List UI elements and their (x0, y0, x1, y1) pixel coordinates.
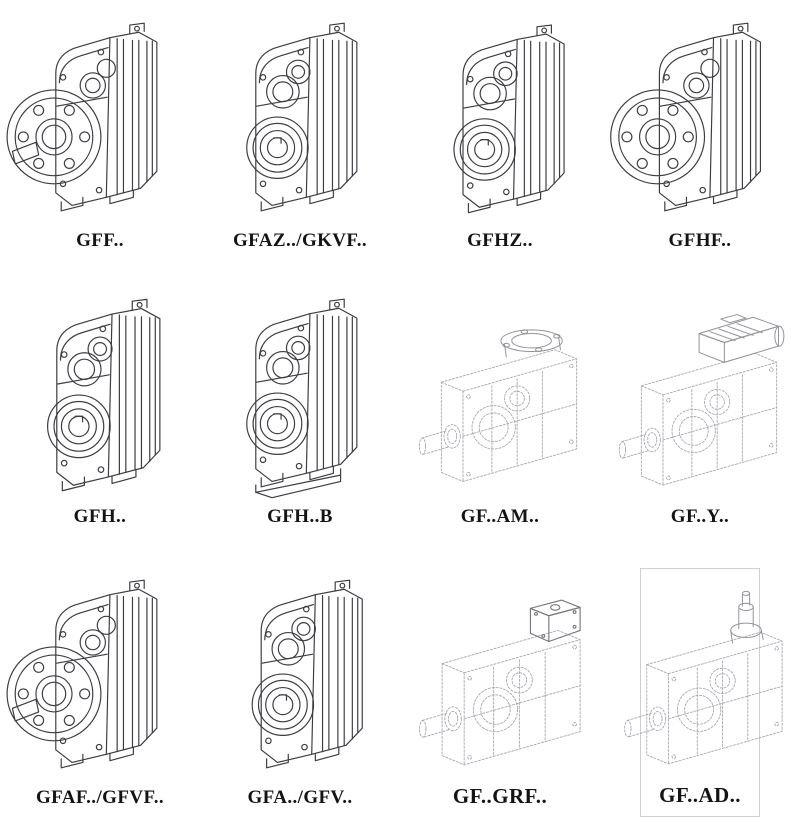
model-label: GFA../GFV.. (247, 787, 353, 808)
catalog-cell: GF..Y.. (618, 292, 785, 536)
model-label: GF..Y.. (670, 506, 730, 527)
catalog-cell: GFHZ.. (440, 16, 565, 260)
gearbox-with-top-motor-flange-drawing (418, 329, 578, 482)
catalog-cell: GFAZ../GKVF.. (233, 16, 367, 260)
model-label: GFHZ.. (467, 230, 533, 251)
flange-output-gearbox-drawing (6, 22, 158, 212)
gearbox-with-adapter-box-drawing (419, 599, 581, 766)
catalog-cell-bordered: GF..AD.. (624, 568, 783, 817)
hollow-shaft-gearbox-drawing (47, 298, 161, 492)
catalog-cell: GF..GRF.. (419, 568, 581, 817)
catalog-cell: GFH.. (40, 292, 161, 536)
flange-output-gearbox-drawing (6, 579, 158, 769)
hollow-shaft-gearbox-drawing (251, 579, 363, 769)
catalog-cell: GFAF../GFVF.. (6, 568, 164, 817)
model-label: GFAF../GFVF.. (36, 787, 165, 808)
catalog-cell: GFHF.. (610, 16, 762, 260)
model-label: GFAZ../GKVF.. (233, 230, 367, 251)
catalog-cell: GFA../GFV.. (240, 568, 363, 817)
model-label: GFHF.. (668, 230, 732, 251)
model-label: GF..GRF.. (452, 784, 548, 808)
catalog-cell: GFH..B (240, 292, 360, 536)
flange-output-gearbox-drawing (610, 22, 762, 212)
hollow-shaft-gearbox-drawing (453, 24, 565, 214)
model-label: GFH.. (73, 506, 127, 527)
model-label: GF..AM.. (460, 506, 540, 527)
gearbox-with-input-shaft-adapter-drawing (624, 590, 783, 765)
model-label: GFH..B (267, 506, 333, 527)
gearbox-catalog-grid: GFF.. GFAZ../GKVF.. GFHZ.. GFHF.. GFH.. … (6, 16, 785, 817)
model-label: GFF.. (76, 230, 124, 251)
hollow-shaft-gearbox-with-base-drawing (246, 298, 358, 499)
model-label: GF..AD.. (659, 783, 741, 807)
hollow-shaft-gearbox-drawing (246, 22, 358, 212)
catalog-cell: GF..AM.. (418, 292, 578, 536)
gearbox-with-mounted-motor-drawing (618, 314, 785, 486)
catalog-cell: GFF.. (6, 16, 160, 260)
